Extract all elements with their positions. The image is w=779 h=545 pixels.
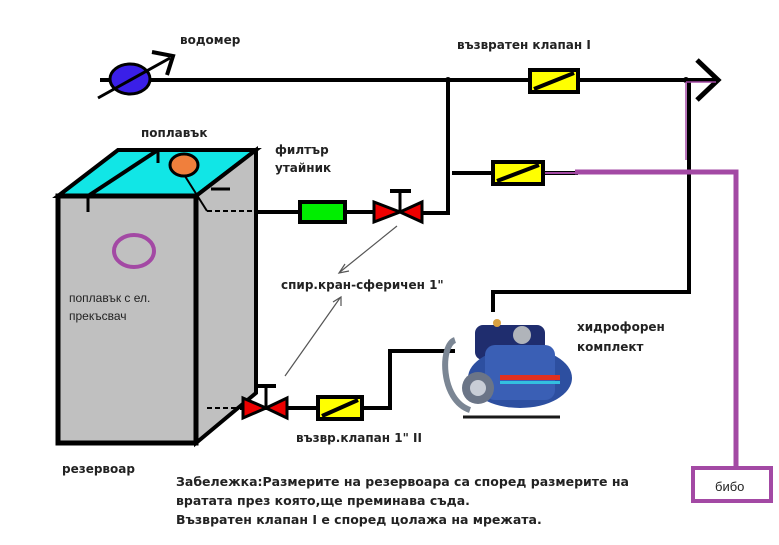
- float-switch-annotation: поплавък с ел. прекъсвач: [69, 289, 150, 325]
- tank-label: резервоар: [62, 462, 135, 476]
- bibo-box: бибо: [691, 466, 773, 503]
- bibo-label: бибо: [715, 479, 745, 494]
- hydrophore-label-line1: хидрофорен: [577, 320, 665, 334]
- note-block: Забележка:Размерите на резервоара са спо…: [176, 472, 629, 529]
- float-switch-marker-icon: [112, 233, 156, 269]
- water-meter-label: водомер: [180, 33, 241, 47]
- float-label: поплавък: [141, 126, 208, 140]
- float-switch-line1: поплавък с ел.: [69, 291, 151, 305]
- junction-dot: [445, 77, 451, 83]
- check-valve-1-label: възвратен клапан I: [457, 38, 591, 52]
- filter-label-line1: филтър: [275, 143, 329, 157]
- note-line3: Възвратен клапан I е според цолажа на мр…: [176, 512, 542, 527]
- pointer-arrows: [284, 225, 398, 377]
- check-valve-branch-icon: [491, 160, 545, 186]
- hydrophore-label-line2: комплект: [577, 340, 644, 354]
- outlet-arrow-icon: [695, 58, 722, 102]
- water-meter-icon: [97, 50, 176, 100]
- note-line2: вратата през която,ще преминава съда.: [176, 493, 470, 508]
- filter-icon: [298, 200, 347, 224]
- ball-valve-upper-icon: [372, 189, 424, 225]
- float-icon: [168, 152, 200, 178]
- check-valve-1-icon: [528, 68, 580, 94]
- note-line1: Забележка:Размерите на резервоара са спо…: [176, 474, 629, 489]
- annotation-lines: [545, 81, 739, 468]
- hydrophore-pump-icon: [442, 319, 572, 419]
- check-valve-2-icon: [316, 395, 364, 421]
- ball-valve-lower-icon: [241, 384, 289, 421]
- filter-label-line2: утайник: [275, 161, 332, 175]
- ball-valve-label: спир.кран-сферичен 1": [281, 278, 444, 292]
- float-switch-line2: прекъсвач: [69, 309, 127, 323]
- check-valve-2-label: възвр.клапан 1" II: [296, 431, 422, 445]
